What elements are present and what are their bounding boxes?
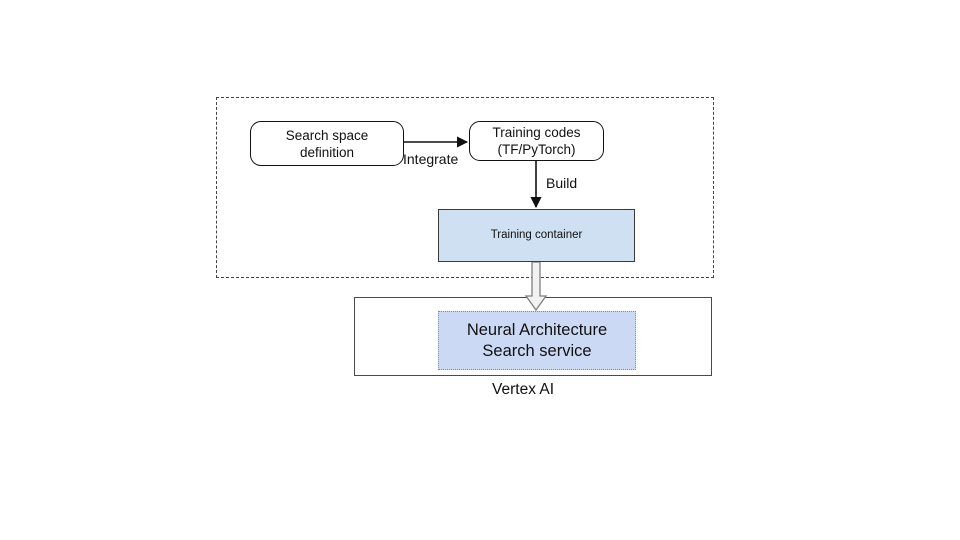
node-neural-architecture-search-service[interactable]: Neural Architecture Search service <box>438 311 636 370</box>
node-training-container[interactable]: Training container <box>438 209 635 262</box>
vertex-ai-caption: Vertex AI <box>492 381 555 398</box>
node-search-space-definition[interactable]: Search space definition <box>250 121 404 166</box>
node-neural-architecture-search-service-label: Neural Architecture Search service <box>466 320 608 360</box>
node-training-container-label: Training container <box>490 229 583 241</box>
node-training-codes-label: Training codes (TF/PyTorch) <box>492 125 581 157</box>
edge-label-build: Build <box>546 175 578 191</box>
edge-label-integrate: Integrate <box>403 151 459 167</box>
dashed-grouping-region <box>216 97 714 278</box>
node-training-codes[interactable]: Training codes (TF/PyTorch) <box>469 121 604 161</box>
node-search-space-definition-label: Search space definition <box>285 127 369 160</box>
